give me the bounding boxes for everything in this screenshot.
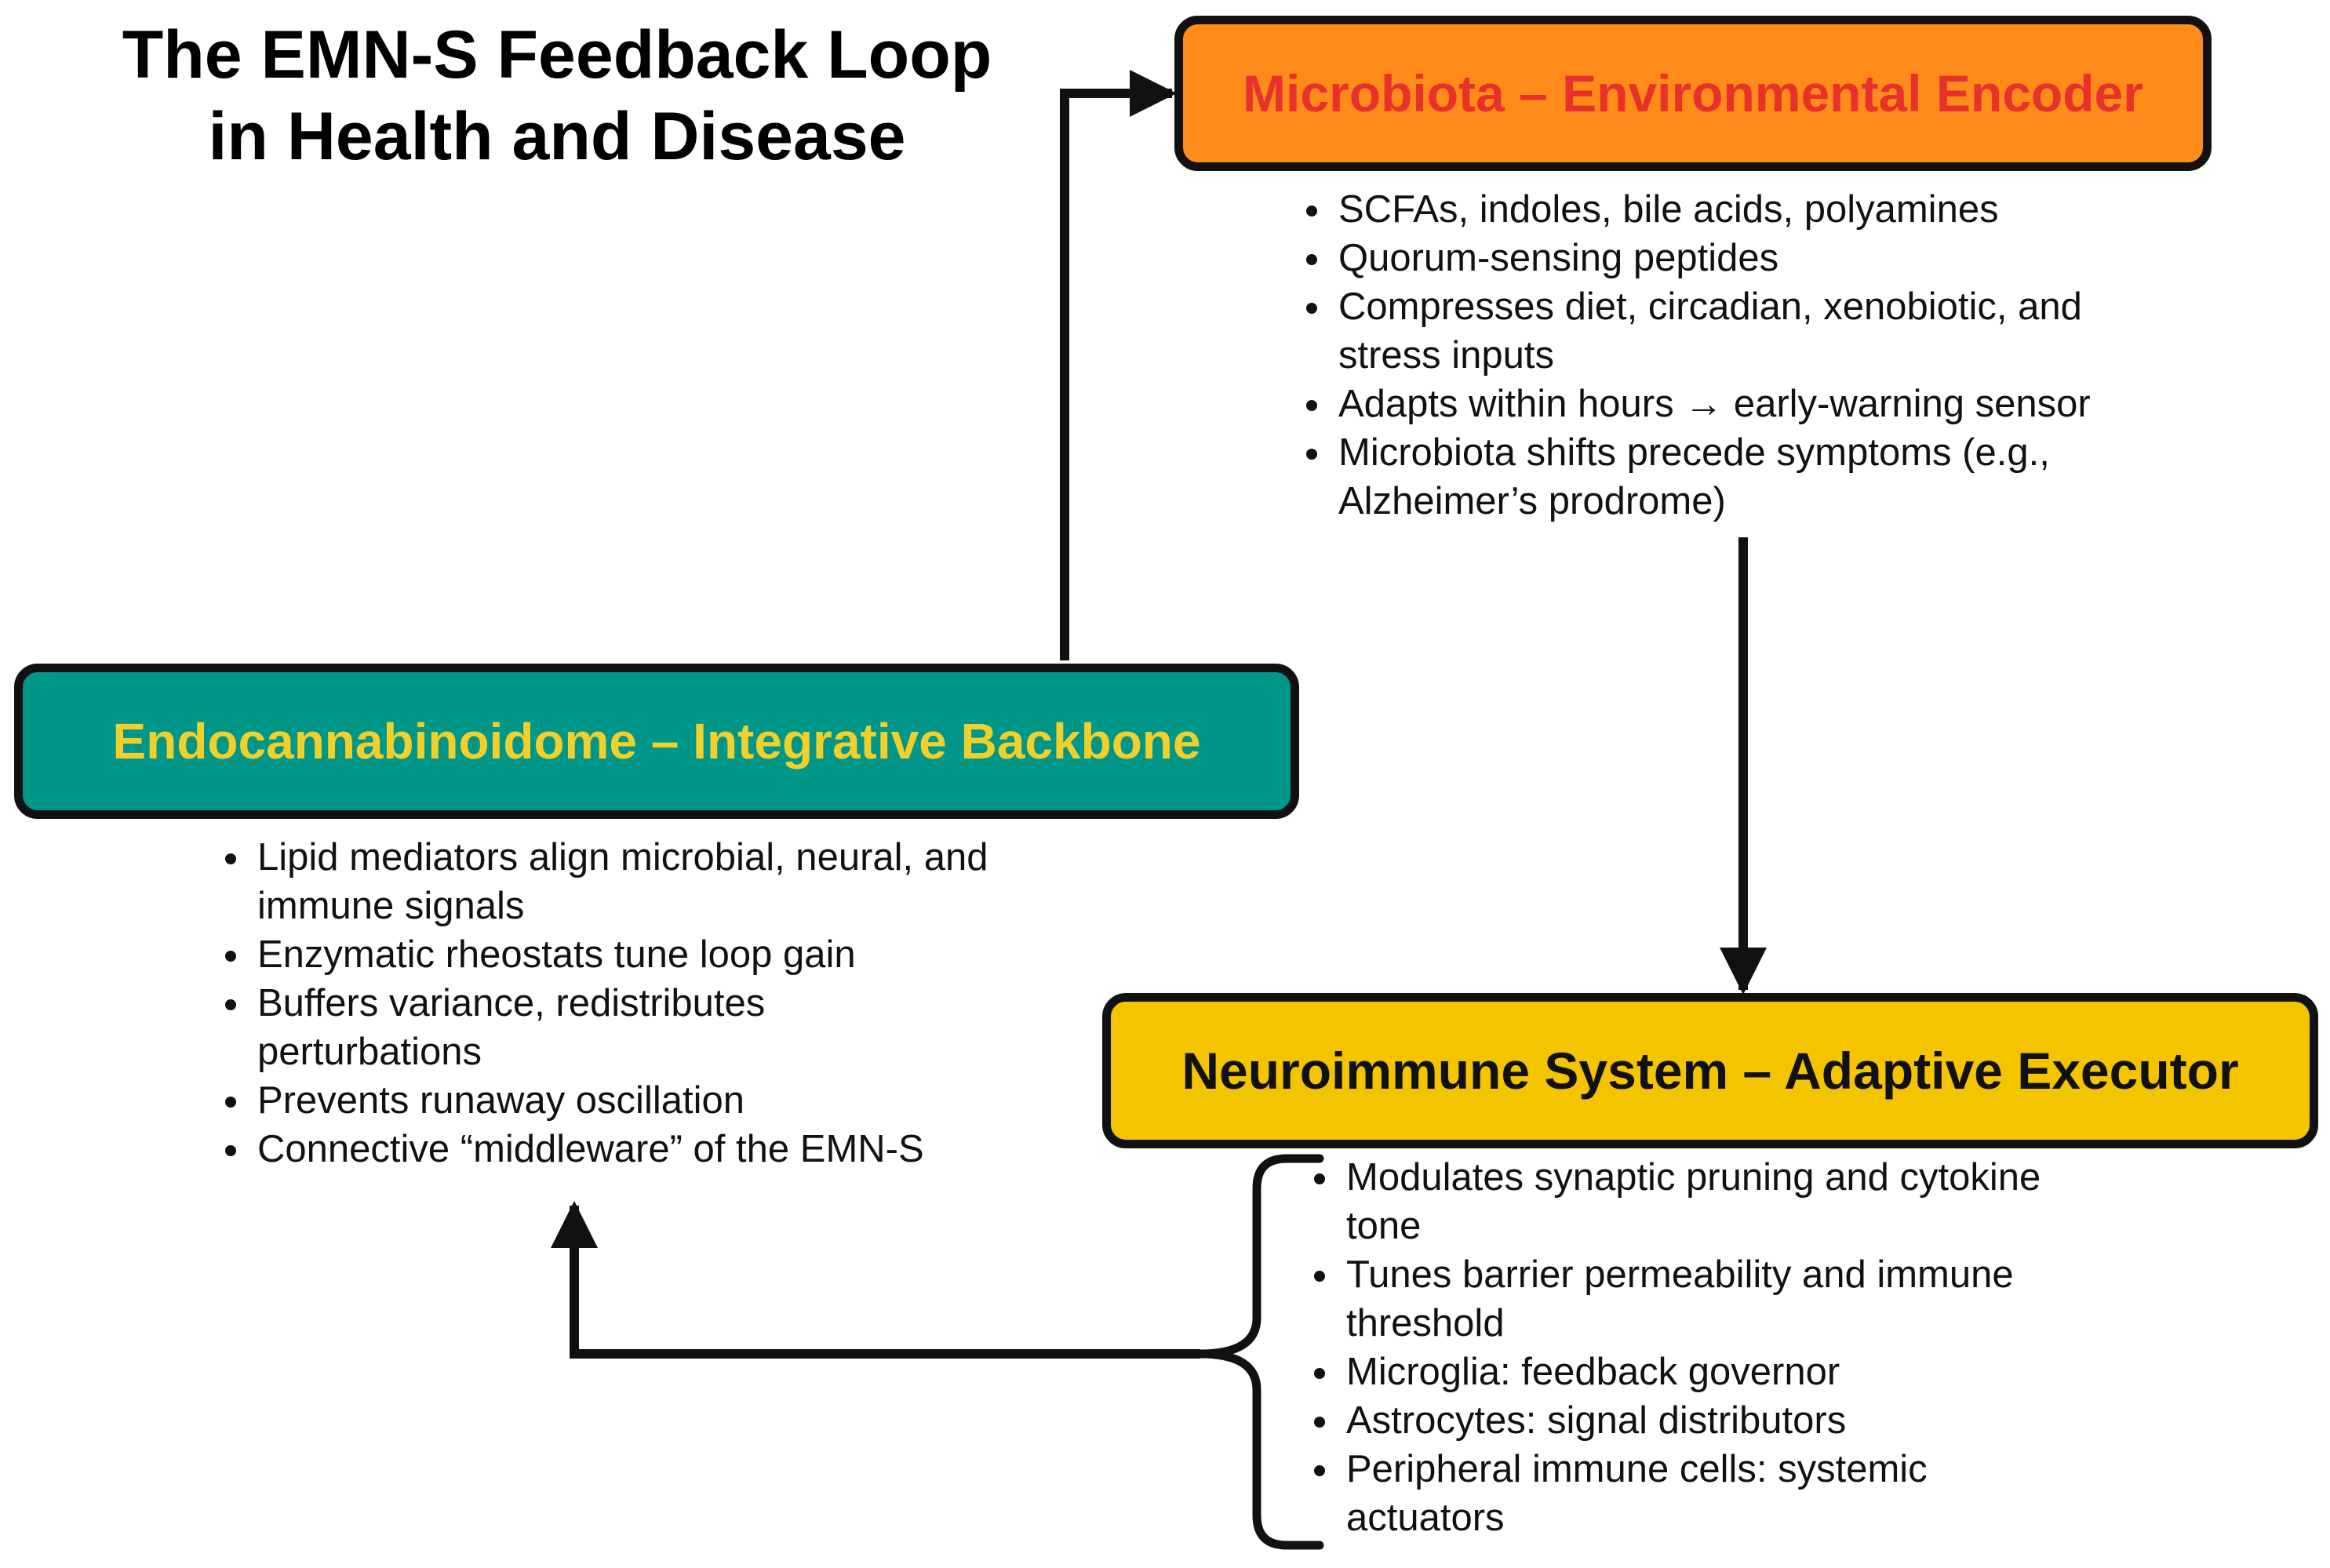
bullet-item: Buffers variance, redistributesperturbat… (253, 979, 988, 1076)
bullet-item: Prevents runaway oscillation (253, 1076, 988, 1125)
bullet-item: Quorum-sensing peptides (1334, 234, 2091, 282)
endocannabinoidome-bullet-list: Lipid mediators align microbial, neural,… (212, 833, 988, 1173)
bullet-item: Modulates synaptic pruning and cytokinet… (1342, 1153, 2041, 1250)
title-line-2: in Health and Disease (208, 99, 906, 174)
bullet-item: Microbiota shifts precede symptoms (e.g.… (1334, 428, 2091, 526)
endocannabinoidome-box: Endocannabinoidome – Integrative Backbon… (14, 664, 1299, 819)
curly-brace (1196, 1154, 1324, 1550)
bullet-item: Compresses diet, circadian, xenobiotic, … (1334, 282, 2091, 380)
endocannabinoidome-title: Endocannabinoidome – Integrative Backbon… (112, 713, 1201, 769)
title-line-1: The EMN-S Feedback Loop (122, 17, 992, 93)
diagram-title: The EMN-S Feedback Loop in Health and Di… (102, 14, 1012, 177)
bullet-item: Adapts within hours → early-warning sens… (1334, 380, 2091, 428)
neuroimmune-title: Neuroimmune System – Adaptive Executor (1181, 1042, 2239, 1100)
arrow-neuro-to-ecs (551, 1201, 1200, 1359)
microbiota-box: Microbiota – Environmental Encoder (1174, 16, 2212, 171)
arrow-ecs-to-microbiota (1060, 70, 1177, 660)
bullet-item: Peripheral immune cells: systemicactuato… (1342, 1445, 2041, 1542)
microbiota-title: Microbiota – Environmental Encoder (1243, 64, 2143, 122)
bullet-item: SCFAs, indoles, bile acids, polyamines (1334, 185, 2091, 234)
bullet-item: Tunes barrier permeability and immunethr… (1342, 1250, 2041, 1348)
microbiota-bullet-list: SCFAs, indoles, bile acids, polyaminesQu… (1293, 185, 2091, 526)
bullet-item: Connective “middleware” of the EMN-S (253, 1125, 988, 1173)
neuroimmune-box: Neuroimmune System – Adaptive Executor (1102, 993, 2318, 1148)
neuroimmune-bullet-list: Modulates synaptic pruning and cytokinet… (1301, 1153, 2041, 1542)
bullet-item: Microglia: feedback governor (1342, 1348, 2041, 1396)
bullet-item: Astrocytes: signal distributors (1342, 1396, 2041, 1445)
bullet-item: Lipid mediators align microbial, neural,… (253, 833, 988, 930)
bullet-item: Enzymatic rheostats tune loop gain (253, 930, 988, 979)
